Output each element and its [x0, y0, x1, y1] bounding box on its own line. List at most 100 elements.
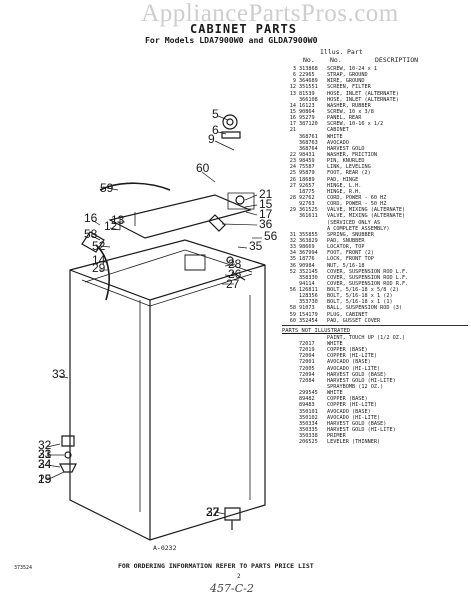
part-description: SPRAYBOMB (12 OZ.) [327, 384, 384, 391]
part-number: 72084 [299, 377, 315, 384]
part-description: WHITE [327, 390, 343, 397]
part-description: VALVE, MIXING (ALTERNATE) [327, 213, 406, 220]
part-number: 18689 [299, 176, 315, 183]
callout-52: 52 [92, 239, 106, 253]
part-number: 72001 [299, 359, 315, 366]
part-description: COPPER (HI-LITE) [327, 353, 377, 360]
part-number: 98431 [299, 151, 315, 158]
callout-37: 37 [206, 505, 220, 519]
part-number: 366108 [299, 96, 318, 103]
part-description: LINK, LEVELING [327, 164, 371, 171]
part-description: HOSE, INLET (ALTERNATE) [327, 96, 399, 103]
part-number: 350334 [299, 420, 318, 427]
part-description: AVOCADO [327, 139, 349, 146]
illus-number: 21 [289, 127, 296, 134]
part-description: AVOCADO (BASE) [327, 408, 371, 415]
handwritten-note: 457-C-2 [210, 582, 254, 595]
parts-row: 350101 AVOCADO (BASE) [282, 409, 468, 415]
illus-number: 27 [289, 182, 296, 189]
part-number: 90984 [299, 262, 315, 269]
callout-27: 27 [226, 277, 240, 291]
callout-16: 16 [84, 211, 98, 225]
part-number: 98459 [299, 158, 315, 165]
part-description: PAD, SNUBBER [327, 237, 365, 244]
callout-24: 24 [38, 457, 52, 471]
part-number: 72017 [299, 341, 315, 348]
cord [95, 244, 110, 301]
part-number: 126811 [299, 287, 318, 294]
illus-number: 31 [289, 231, 296, 238]
ordering-footer: FOR ORDERING INFORMATION REFER TO PARTS … [118, 562, 314, 570]
column-header-illus: Illus. [320, 48, 344, 56]
valve [81, 231, 105, 253]
illus-number: 36 [289, 262, 296, 269]
illus-number: 56 [289, 287, 296, 294]
part-number: 92762 [299, 194, 315, 201]
callout-9: 9 [208, 132, 215, 146]
parts-row: 72001 AVOCADO (BASE) [282, 359, 468, 365]
part-description: PIN, KNURLED [327, 158, 365, 165]
part-number: 18775 [299, 188, 315, 195]
parts-row: 72004 COPPER (HI-LITE) [282, 353, 468, 359]
rear-panel [108, 194, 252, 239]
illus-number: 6 [292, 72, 296, 79]
parts-row: PAINT, TOUCH UP (1/2 OZ.) [282, 335, 468, 341]
callout-19: 19 [38, 472, 52, 486]
part-number: 72019 [299, 347, 315, 354]
part-description: PLUG, CABINET [327, 311, 368, 318]
illus-number: 3 [292, 66, 296, 72]
illus-number: 13 [289, 90, 296, 97]
part-description: AVOCADO (BASE) [327, 359, 371, 366]
hose [99, 182, 171, 191]
part-description: LOCK, FRONT TOP [327, 256, 374, 263]
illus-number: 58 [289, 305, 296, 312]
part-description: FOOT, REAR (2) [327, 170, 371, 177]
part-description: HINGE, L.H. [327, 182, 362, 189]
part-description: COVER, SUSPENSION ROD R.F. [327, 280, 409, 287]
part-number: 72004 [299, 353, 315, 360]
part-number: 75587 [299, 164, 315, 171]
part-description: BOLT, 5/16-18 x 1 (2) [327, 293, 393, 300]
callout-13: 13 [111, 213, 125, 227]
part-number: 92657 [299, 182, 315, 189]
part-description: PANEL, REAR [327, 115, 362, 122]
part-number: 89483 [299, 402, 315, 409]
page-number: 2 [237, 573, 241, 580]
callout-5: 5 [212, 107, 219, 121]
watermark: AppliancePartsPros.com [141, 0, 399, 27]
part-description: PAD, GUSSET COVER [327, 317, 381, 324]
illus-number: 32 [289, 237, 296, 244]
callout-33: 33 [52, 367, 66, 381]
callout-28: 28 [228, 257, 242, 271]
part-description: HARVEST GOLD (BASE) [327, 371, 387, 378]
illus-number: 33 [289, 244, 296, 251]
part-number: 350101 [299, 408, 318, 415]
callout-31: 31 [38, 447, 52, 461]
column-header-no-1: No. [303, 56, 315, 64]
divider [282, 324, 468, 326]
part-description: (SERVICED ONLY AS [327, 219, 381, 226]
part-description: COPPER (BASE) [327, 347, 368, 354]
part-description: BALL, SUSPENSION ROD (3) [327, 305, 402, 312]
illus-number: 15 [289, 108, 296, 115]
illus-number: 35 [289, 256, 296, 263]
parts-row: SPRAYBOMB (12 OZ.) [282, 384, 468, 390]
